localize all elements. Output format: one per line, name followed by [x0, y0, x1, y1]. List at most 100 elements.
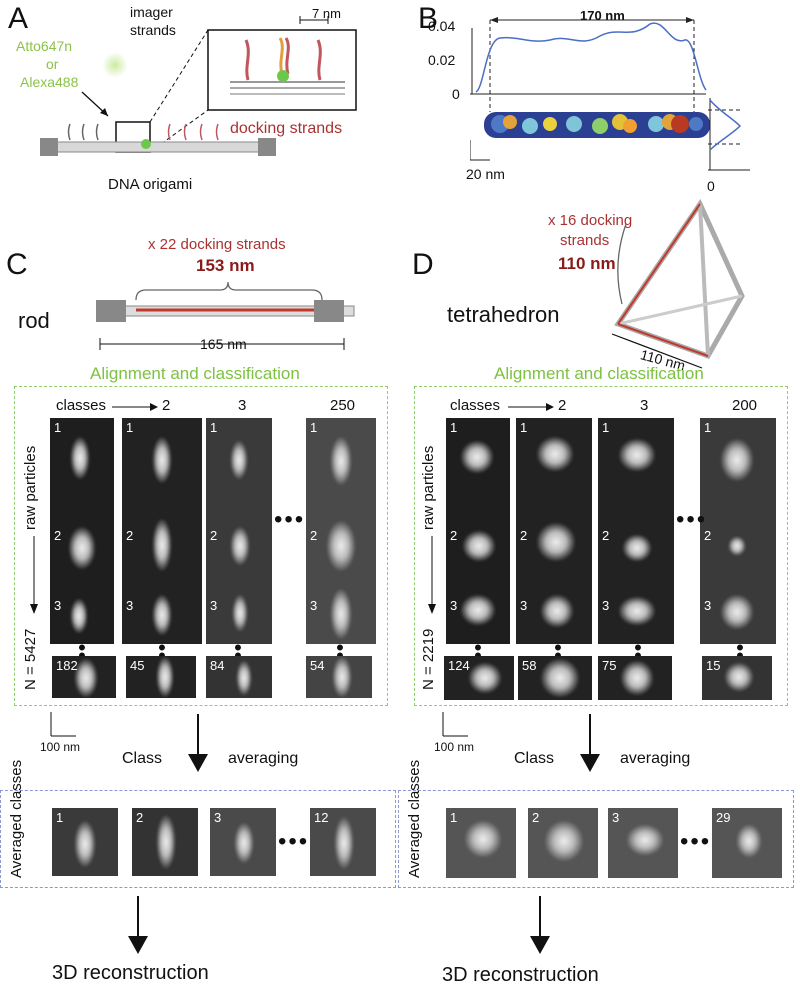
left-averaged-box [0, 790, 396, 888]
right-down-arrow [428, 536, 436, 614]
right-bottom-4: 15 [702, 656, 772, 700]
right-c3-r3-num: 3 [602, 598, 610, 613]
left-avg-arrow [188, 714, 208, 772]
left-count-2: 45 [130, 658, 145, 673]
left-count-3: 84 [210, 658, 225, 673]
left-c3-r1-num: 1 [210, 420, 218, 435]
panel-letter-b: B [418, 2, 439, 35]
right-c2-r1-num: 1 [520, 420, 528, 435]
panel-a-diagram [40, 16, 357, 156]
dye-atto-label: Atto647n [16, 38, 73, 54]
right-col-label-200: 200 [732, 397, 758, 414]
right-count-4: 15 [706, 658, 721, 673]
right-c4-r3-num: 3 [704, 598, 712, 613]
right-col-2: 1 2 3 [516, 418, 592, 644]
dye-glow-icon [102, 52, 128, 78]
right-c2-r3-num: 3 [520, 598, 528, 613]
right-bottom-3: 75 [598, 656, 672, 700]
left-avg-num-3: 3 [214, 810, 222, 825]
panel-b-plot [470, 17, 750, 171]
panel-letter-d: D [412, 248, 434, 281]
left-c3-r3-num: 3 [210, 598, 218, 613]
left-count-1: 182 [56, 658, 78, 673]
imager-label-2: strands [130, 22, 176, 38]
left-averaged-label: Averaged classes [8, 759, 25, 878]
left-classes-label: classes [56, 397, 107, 414]
right-classes-arrow [508, 403, 554, 411]
right-avg-num-3: 3 [612, 810, 620, 825]
left-c1-r1-num: 1 [54, 420, 62, 435]
tetrahedron-diagram [611, 198, 745, 369]
right-averaged-box [398, 790, 794, 888]
tetra-docking-count-1: x 16 docking [548, 212, 633, 229]
right-classes-label: classes [450, 397, 501, 414]
y-tick-0: 0.04 [428, 18, 456, 34]
right-c3-r1-num: 1 [602, 420, 610, 435]
tetra-docking-count-2: strands [560, 232, 610, 249]
x-zero: 0 [707, 178, 715, 194]
tetra-label: tetrahedron [447, 302, 560, 327]
right-class-word: Class [514, 750, 555, 767]
left-col-label-3: 3 [238, 397, 247, 414]
tetra-length: 110 nm [558, 254, 616, 273]
right-averaging-word: averaging [620, 750, 691, 767]
left-recon-arrow [128, 896, 148, 954]
right-count-3: 75 [602, 658, 617, 673]
left-avg-3: 3 [210, 808, 276, 876]
left-raw-particles: raw particles [22, 445, 39, 530]
right-raw-particles: raw particles [420, 445, 437, 530]
origami-label: DNA origami [108, 176, 193, 193]
left-scale-bar [50, 712, 76, 737]
left-avg-2: 2 [132, 808, 198, 876]
left-3d-recon: 3D reconstruction [52, 962, 209, 984]
rod-length: 153 nm [196, 256, 255, 275]
imager-label: imager [130, 4, 173, 20]
left-c2-r3-num: 3 [126, 598, 134, 613]
right-c1-r3-num: 3 [450, 598, 458, 613]
right-3d-recon: 3D reconstruction [442, 964, 599, 986]
right-c1-r1-num: 1 [450, 420, 458, 435]
right-bottom-2: 58 [518, 656, 592, 700]
left-c4-r2-num: 2 [310, 528, 318, 543]
y-tick-1: 0.02 [428, 52, 456, 68]
left-avg-dots: ••• [278, 828, 310, 855]
right-count-2: 58 [522, 658, 537, 673]
right-avg-num-1: 1 [450, 810, 458, 825]
right-avg-arrow [580, 714, 600, 772]
right-section-title: Alignment and classification [494, 364, 704, 383]
right-avg-num-2: 2 [532, 810, 540, 825]
right-recon-arrow [530, 896, 550, 954]
left-section-title: Alignment and classification [90, 364, 300, 383]
right-n-label: N = 2219 [420, 628, 437, 690]
left-col-label-2: 2 [162, 397, 171, 414]
right-col-label-3: 3 [640, 397, 649, 414]
left-hdots: ••• [274, 506, 306, 533]
left-scale-label: 100 nm [40, 740, 81, 754]
rod-label: rod [18, 308, 50, 333]
left-avg-num-1: 1 [56, 810, 64, 825]
right-col-label-2: 2 [558, 397, 567, 414]
right-bottom-1: 124 [444, 656, 514, 700]
left-avg-1: 1 [52, 808, 118, 876]
left-n-label: N = 5427 [22, 628, 39, 690]
right-avg-2: 2 [528, 808, 598, 878]
right-scale-bar [442, 712, 468, 737]
panel-letter-c: C [6, 248, 28, 281]
right-count-1: 124 [448, 658, 470, 673]
left-class-word: Class [122, 750, 163, 767]
left-bottom-1: 182 [52, 656, 116, 698]
panel-letter-a: A [8, 2, 29, 35]
right-avg-3: 3 [608, 808, 678, 878]
scale-20nm: 20 nm [466, 166, 505, 182]
left-down-arrow [30, 536, 38, 614]
left-avg-num-2: 2 [136, 810, 144, 825]
right-avg-4: 29 [712, 808, 782, 878]
width-label: 170 nm [580, 8, 625, 23]
right-c2-r2-num: 2 [520, 528, 528, 543]
right-classification-box [414, 386, 788, 706]
left-avg-num-4: 12 [314, 810, 329, 825]
